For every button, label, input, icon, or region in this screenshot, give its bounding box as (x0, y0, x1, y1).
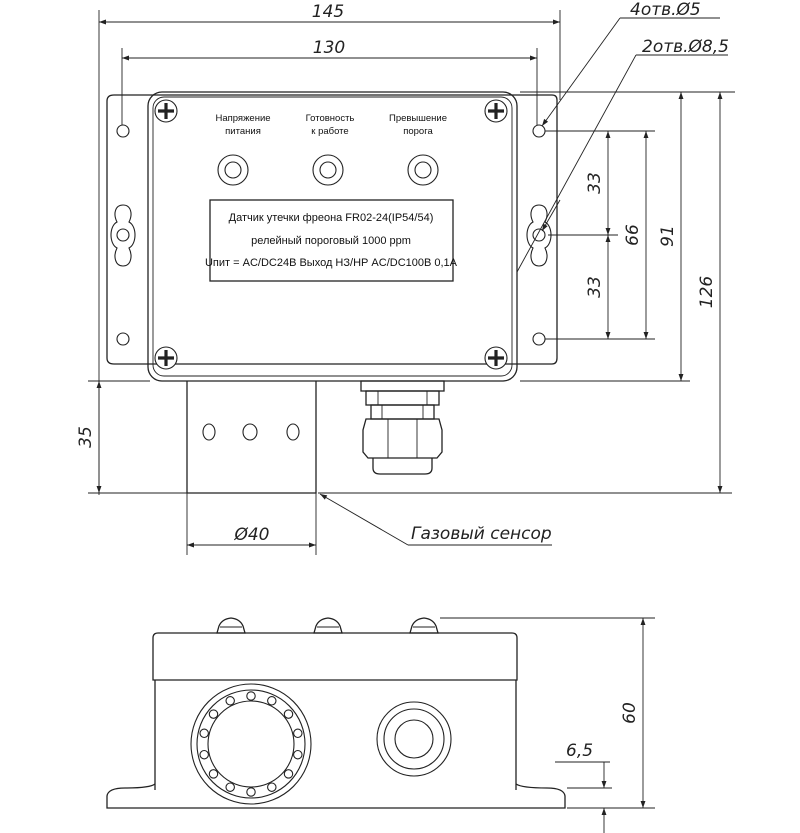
enclosure-lid (152, 632, 518, 681)
ready-label-line1: Готовность (306, 113, 355, 124)
dim-overall-width: 145 (312, 2, 344, 22)
enclosure-lid-edge (152, 96, 513, 377)
plate-line1: Датчик утечки фреона FR02-24(IP54/54) (229, 212, 434, 224)
front-view: 60 6,5 (106, 617, 655, 833)
mounting-flange (106, 94, 558, 365)
dim-spacing: 66 (623, 224, 643, 246)
ready-label-line2: к работе (311, 126, 348, 137)
vent-hole (293, 749, 303, 760)
enclosure-body-side (154, 680, 517, 790)
lid-screw-icon (154, 99, 178, 123)
sensor-vent-hole (286, 423, 300, 441)
cable-gland (360, 380, 445, 475)
ready-led-icon (312, 154, 344, 186)
power-label-line1: Напряжение (215, 113, 270, 124)
threshold-led-icon (407, 154, 439, 186)
dim-half-spacing-bottom: 33 (585, 276, 605, 298)
mounting-hole-small (532, 332, 546, 346)
sensor-vent-hole (202, 423, 216, 441)
vent-hole (283, 769, 294, 779)
dim-flange: 6,5 (566, 741, 593, 761)
dim-half-spacing-top: 33 (585, 172, 605, 194)
vent-hole (225, 782, 235, 792)
base-flange (106, 783, 566, 809)
dim-inner-width: 130 (313, 38, 345, 58)
lid-screw-icon (154, 346, 178, 370)
enclosure-body (147, 91, 518, 382)
callout-gas-sensor: Газовый сенсор (411, 524, 552, 544)
led-dome-icon (216, 617, 246, 634)
led-dome-icon (409, 617, 439, 634)
vent-hole (267, 696, 277, 706)
plate-line3: Uпит = AC/DC24В Выход НЗ/НР AC/DC100В 0,… (205, 257, 458, 269)
vent-hole (199, 749, 209, 760)
vent-hole (267, 782, 277, 792)
vent-hole (199, 728, 209, 739)
gas-sensor-tube (186, 381, 317, 494)
threshold-label-line2: порога (403, 126, 433, 137)
vent-hole (225, 696, 235, 706)
threshold-label-line1: Превышение (389, 113, 447, 124)
mounting-hole-small (116, 124, 130, 138)
lid-screw-icon (484, 346, 508, 370)
callout-small-holes: 4отв.Ø5 (630, 0, 701, 20)
led-dome-icon (313, 617, 343, 634)
power-label-line2: питания (225, 126, 261, 137)
vent-hole (293, 728, 303, 739)
vent-hole (246, 691, 256, 701)
dim-overall-height: 126 (697, 276, 717, 309)
mounting-hole-small (116, 332, 130, 346)
sensor-vent-ring (199, 691, 303, 797)
callout-large-holes: 2отв.Ø8,5 (642, 37, 729, 57)
vent-hole (246, 787, 256, 797)
cable-gland-front (376, 701, 452, 777)
vent-hole (208, 769, 219, 779)
vent-hole (208, 709, 219, 719)
dim-sensor-diameter: Ø40 (233, 525, 269, 545)
power-led-icon (217, 154, 249, 186)
lid-screw-icon (484, 99, 508, 123)
dim-sensor-length: 35 (76, 426, 96, 448)
plate-line2: релейный пороговый 1000 ppm (251, 235, 411, 247)
mounting-hole-small (532, 124, 546, 138)
vent-hole (283, 709, 294, 719)
gas-sensor-front (190, 683, 312, 805)
sensor-vent-hole (242, 423, 258, 441)
dim-height: 60 (620, 702, 640, 724)
top-dimensions: 145 130 4отв.Ø5 2отв.Ø8,5 33 33 66 91 (76, 0, 735, 555)
dim-inner-height: 91 (658, 225, 678, 247)
name-plate (209, 199, 454, 282)
top-view: Напряжение питания Готовность к работе П… (106, 91, 558, 494)
